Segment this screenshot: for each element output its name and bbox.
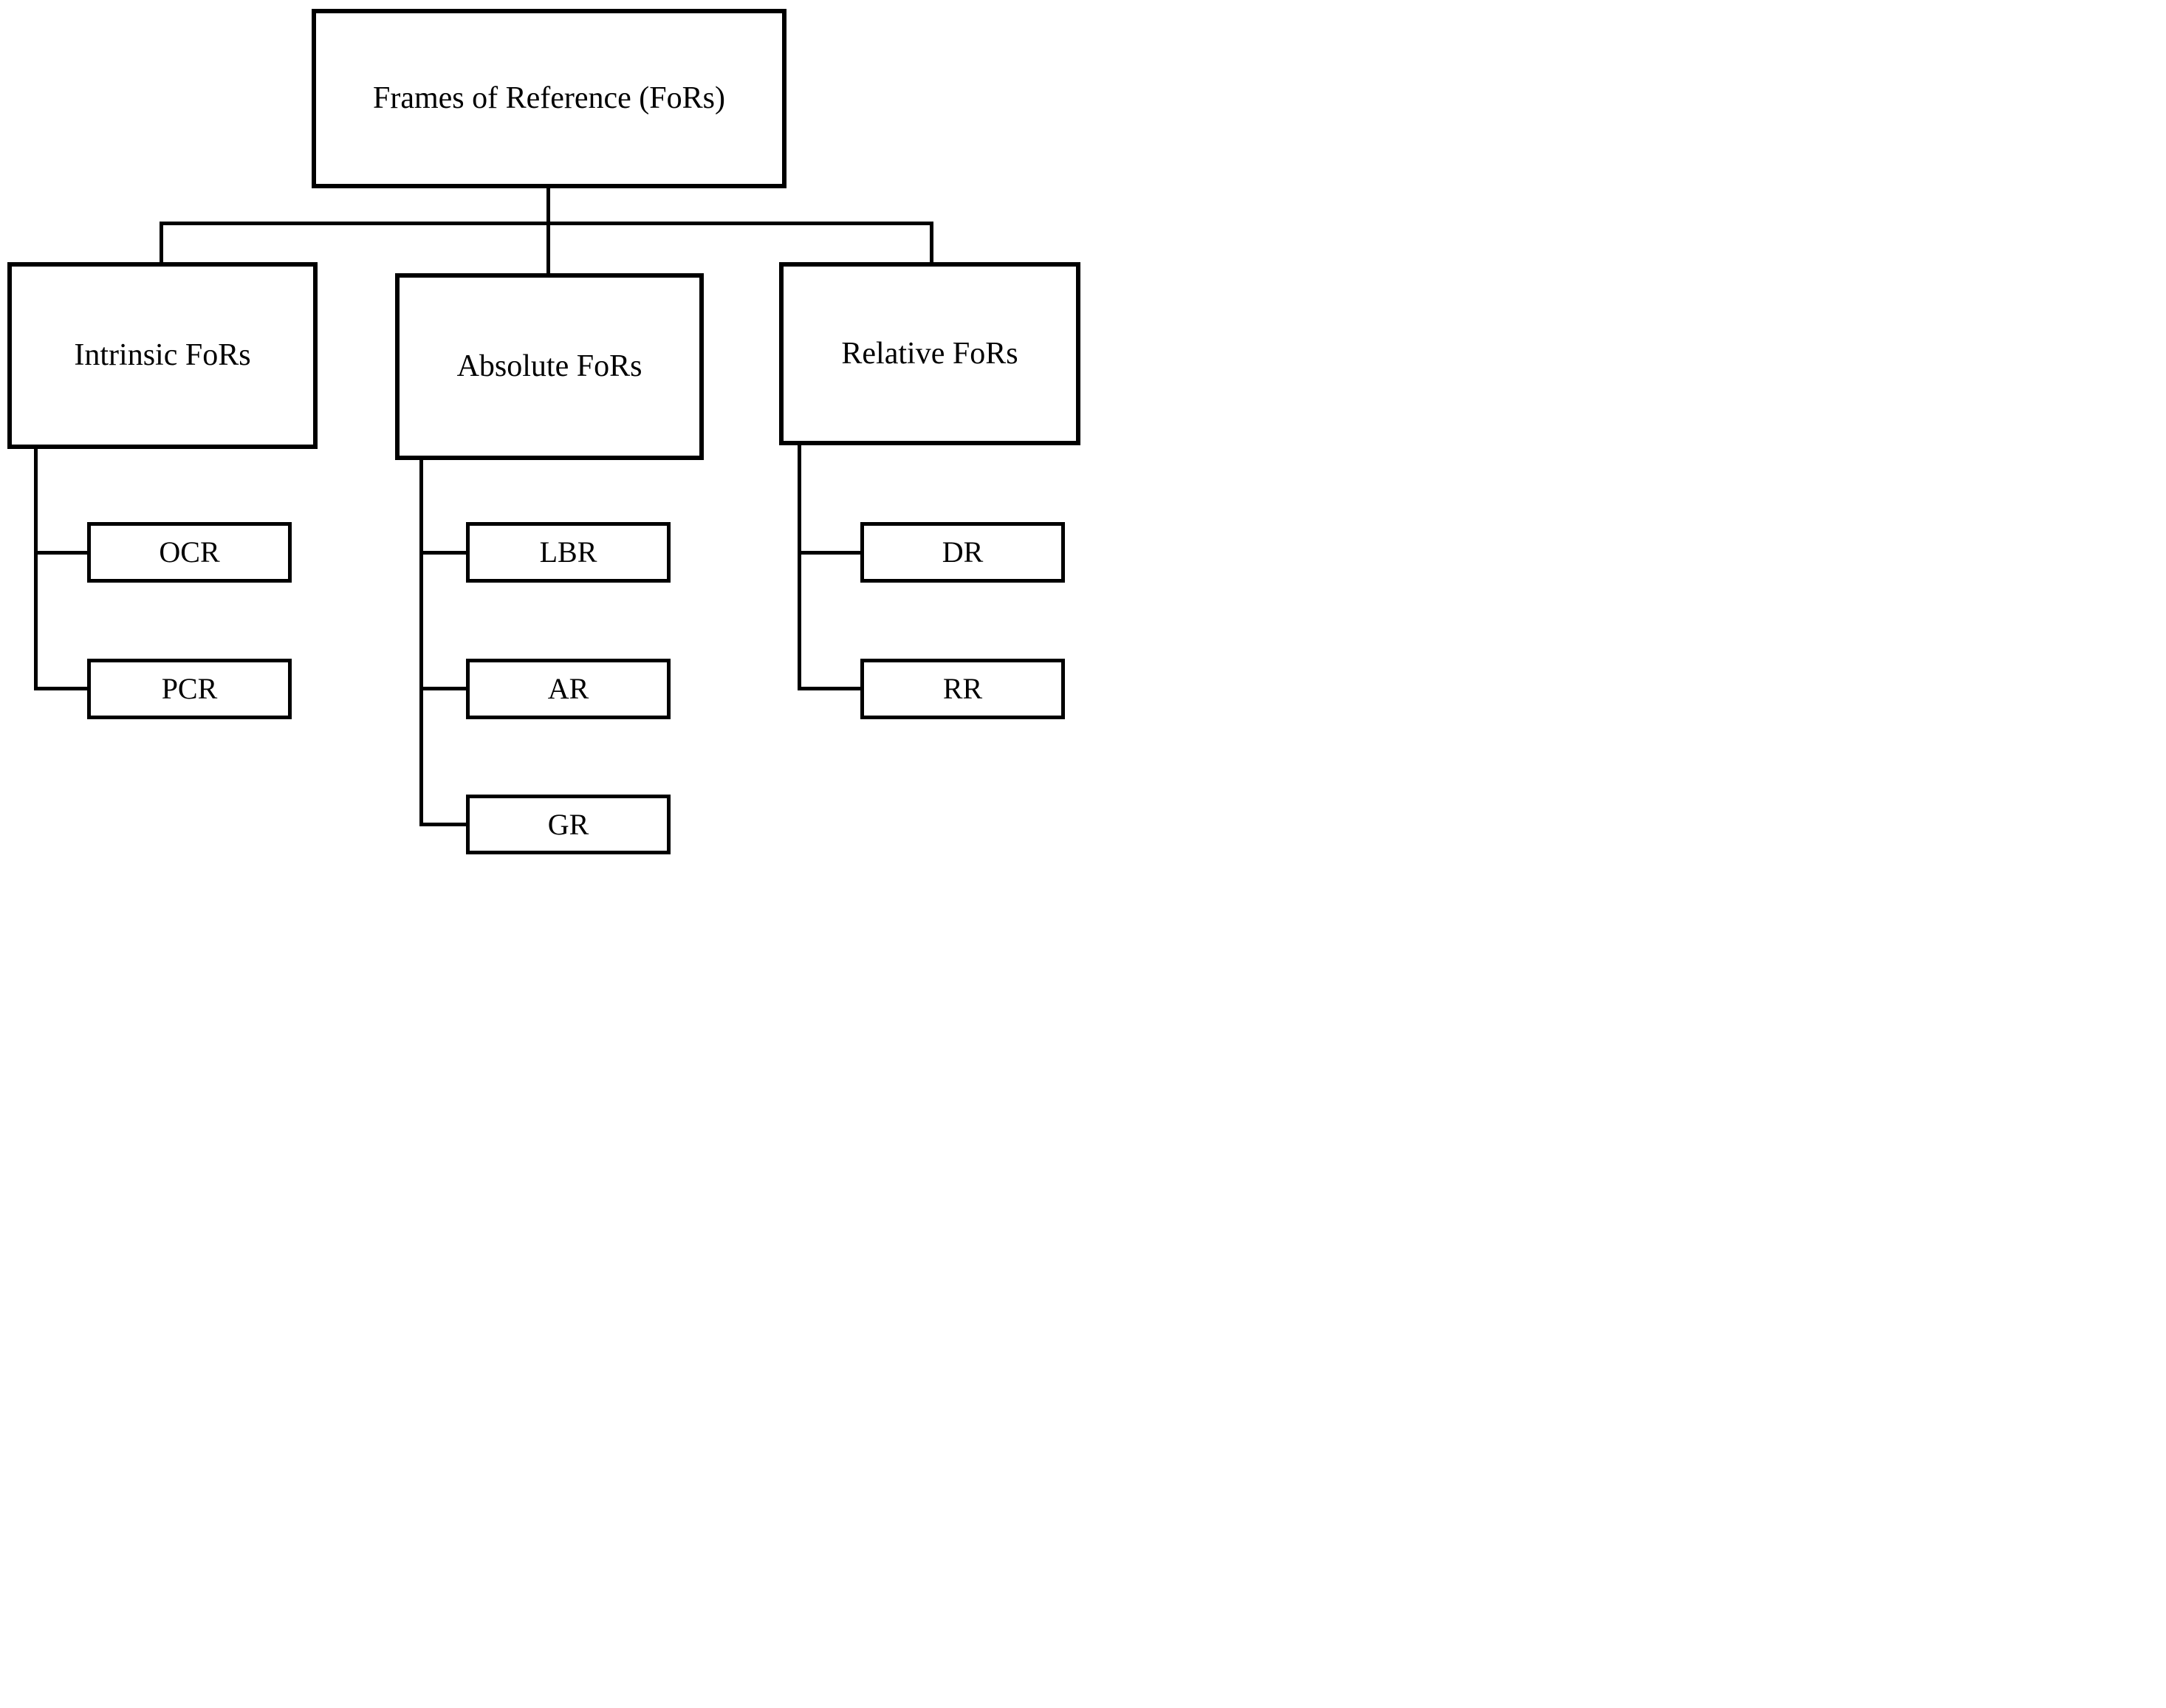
node-relative-fors: Relative FoRs bbox=[779, 262, 1080, 445]
connector-stub-rr bbox=[798, 687, 860, 690]
connector-root-drop bbox=[546, 188, 550, 224]
connector-stub-dr bbox=[798, 551, 860, 555]
node-dr-label: DR bbox=[942, 535, 984, 569]
node-lbr: LBR bbox=[466, 522, 671, 583]
connector-relative-vertical bbox=[798, 445, 801, 689]
node-gr-label: GR bbox=[547, 807, 589, 841]
node-frames-of-reference: Frames of Reference (FoRs) bbox=[312, 9, 786, 188]
node-intrinsic-fors-label: Intrinsic FoRs bbox=[74, 338, 251, 373]
node-intrinsic-fors: Intrinsic FoRs bbox=[7, 262, 318, 449]
node-ocr: OCR bbox=[87, 522, 292, 583]
connector-stub-lbr bbox=[419, 551, 466, 555]
node-ar-label: AR bbox=[547, 672, 589, 705]
connector-stub-pcr bbox=[34, 687, 87, 690]
node-rr-label: RR bbox=[942, 672, 983, 705]
connector-drop-intrinsic bbox=[160, 222, 163, 264]
node-rr: RR bbox=[860, 659, 1065, 719]
node-pcr-label: PCR bbox=[161, 672, 218, 705]
fors-taxonomy-diagram: Frames of Reference (FoRs) Intrinsic FoR… bbox=[0, 0, 1083, 854]
node-gr: GR bbox=[466, 795, 671, 854]
connector-drop-relative bbox=[930, 222, 933, 264]
connector-stub-gr bbox=[419, 823, 466, 826]
connector-stub-ocr bbox=[34, 551, 87, 555]
connector-drop-absolute bbox=[546, 222, 550, 275]
node-lbr-label: LBR bbox=[539, 535, 597, 569]
node-relative-fors-label: Relative FoRs bbox=[841, 336, 1018, 371]
connector-stub-ar bbox=[419, 687, 466, 690]
node-pcr: PCR bbox=[87, 659, 292, 719]
connector-intrinsic-vertical bbox=[34, 449, 38, 689]
node-absolute-fors-label: Absolute FoRs bbox=[456, 349, 642, 384]
node-ocr-label: OCR bbox=[159, 535, 220, 569]
connector-absolute-vertical bbox=[419, 460, 423, 825]
node-ar: AR bbox=[466, 659, 671, 719]
node-frames-of-reference-label: Frames of Reference (FoRs) bbox=[372, 81, 725, 116]
node-dr: DR bbox=[860, 522, 1065, 583]
node-absolute-fors: Absolute FoRs bbox=[395, 273, 704, 460]
